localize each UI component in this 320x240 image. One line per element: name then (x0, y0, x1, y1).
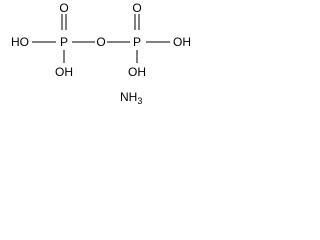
bridge-oxygen-label: O (96, 35, 105, 49)
p2-label: P (133, 35, 141, 49)
p1-label: P (60, 35, 68, 49)
structure-diagram: O HO P O O P OH OH OH NH3 (0, 0, 204, 107)
p1-bottom-label: OH (55, 65, 73, 79)
ammonia-subscript: 3 (137, 96, 142, 106)
p2-bottom-label: OH (128, 65, 146, 79)
ammonia-label: NH3 (120, 90, 142, 106)
atom-labels: O HO P O O P OH OH OH NH3 (11, 1, 191, 106)
ammonia-main: NH (120, 90, 137, 104)
bonds (32, 14, 170, 63)
p2-right-label: OH (173, 35, 191, 49)
p2-oxo-label: O (132, 1, 141, 15)
p1-left-label: HO (11, 35, 29, 49)
p1-oxo-label: O (59, 1, 68, 15)
pyrophosphoric-acid-ammonia-structure: O HO P O O P OH OH OH NH3 (11, 1, 191, 106)
